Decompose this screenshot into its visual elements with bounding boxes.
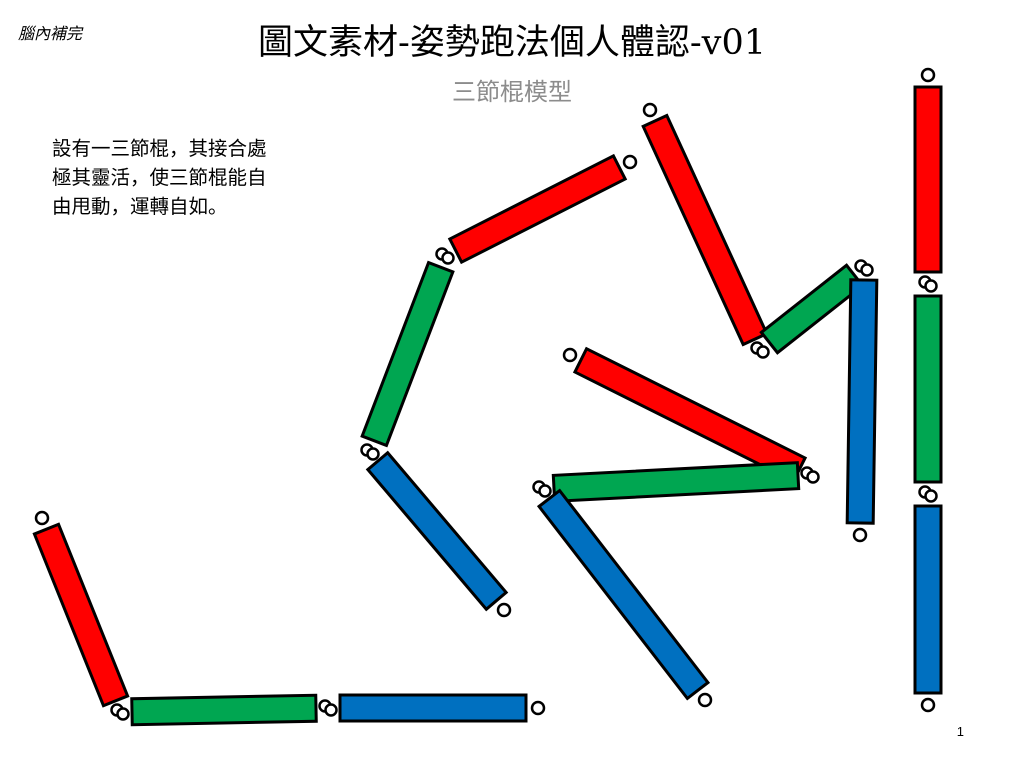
staff-4-joint-1-b — [806, 470, 820, 484]
staff-3-joint-1-b — [756, 345, 770, 359]
staff-1-joint-1-b — [116, 707, 130, 721]
staff-2-end-ring-bottom — [496, 602, 512, 618]
staff-3-stick-blue — [845, 278, 879, 525]
staff-2-stick-blue — [365, 450, 509, 612]
staff-4-joint-2-b — [538, 484, 552, 498]
staff-1-stick-green — [130, 693, 318, 727]
staff-2-end-ring-top — [622, 154, 638, 170]
staff-5-stick-blue — [913, 504, 943, 695]
staff-3-joint-2-b — [860, 263, 874, 277]
description-line-3: 由甩動，運轉自如。 — [52, 195, 228, 218]
staff-4-stick-blue — [536, 488, 711, 701]
staff-4-end-ring-bottom — [697, 692, 713, 708]
staff-5-end-ring-top — [920, 67, 936, 83]
description-line-2: 極其靈活，使三節棍能自 — [52, 166, 267, 189]
staff-1-end-ring-bottom — [530, 700, 546, 716]
staff-2-joint-1-b — [441, 251, 455, 265]
staff-1-end-ring-top — [34, 510, 50, 526]
staff-3-stick-red — [641, 113, 769, 347]
staff-2-stick-green — [360, 260, 455, 448]
corner-note: 腦內補完 — [18, 24, 83, 43]
staff-4-stick-green — [551, 461, 801, 503]
description-line-1: 設有一三節棍，其接合處 — [52, 137, 267, 160]
staff-1-stick-blue — [338, 693, 528, 723]
staff-2-stick-red — [447, 153, 628, 265]
page-title: 圖文素材-姿勢跑法個人體認-v01 — [258, 23, 766, 63]
page-number: 1 — [956, 724, 964, 739]
staff-3-end-ring-bottom — [852, 527, 868, 543]
staff-2-joint-2-b — [366, 447, 380, 461]
staff-3-end-ring-top — [642, 102, 658, 118]
staff-5-stick-red — [913, 85, 943, 274]
staff-5-end-ring-bottom — [920, 697, 936, 713]
staff-4-stick-red — [572, 346, 808, 484]
staff-1-stick-red — [32, 522, 130, 708]
staff-3-stick-green — [759, 263, 865, 355]
page-subtitle: 三節棍模型 — [452, 78, 572, 106]
staff-5-joint-2-b — [924, 489, 938, 503]
staff-5-joint-1-b — [924, 279, 938, 293]
staff-5-stick-green — [913, 294, 943, 484]
staff-1-joint-2-b — [324, 703, 338, 717]
description-text: 設有一三節棍，其接合處 極其靈活，使三節棍能自 由甩動，運轉自如。 — [52, 134, 342, 221]
staff-4-end-ring-top — [562, 347, 578, 363]
